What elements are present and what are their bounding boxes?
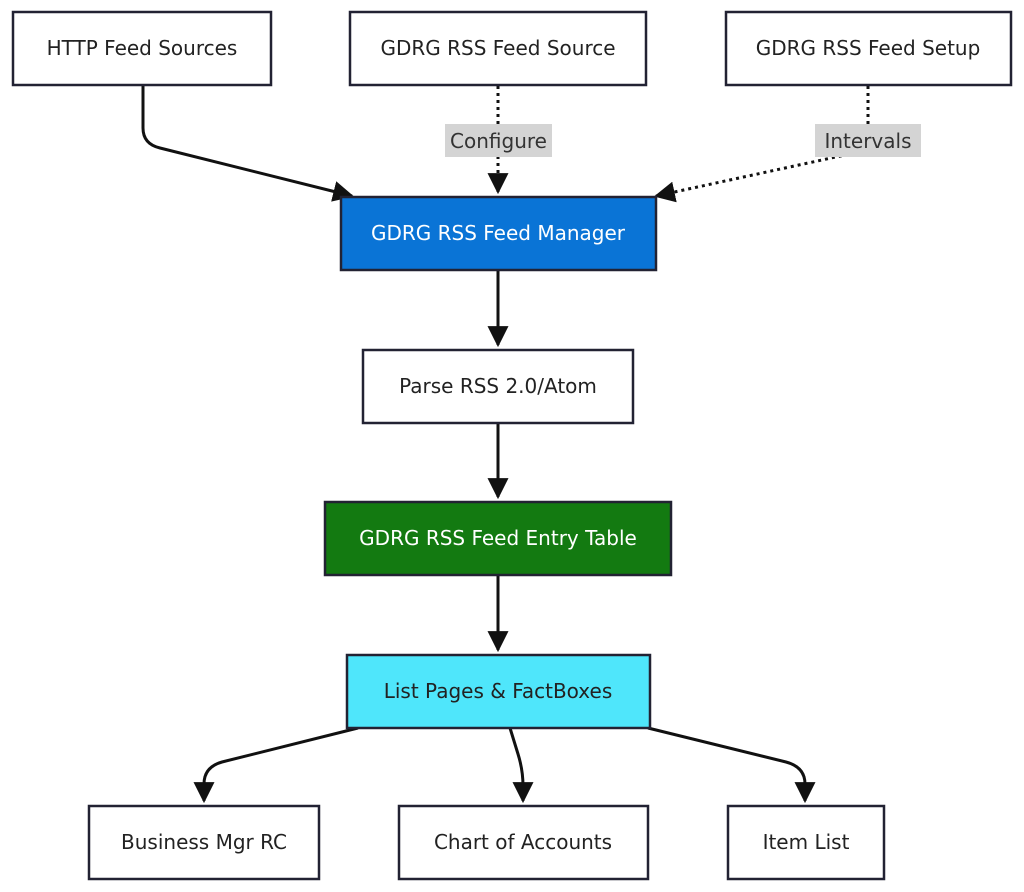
node-feed-manager-label: GDRG RSS Feed Manager: [371, 221, 626, 245]
node-http-feed-sources-box: [11, 10, 273, 87]
edge-label-configure: Configure: [445, 124, 552, 157]
node-list-pages-box: [345, 653, 652, 730]
node-list-pages-label: List Pages & FactBoxes: [384, 679, 613, 703]
edge-http-to-manager: [141, 86, 355, 202]
node-entry-table-box: [323, 500, 673, 577]
node-feed-setup-box: [724, 10, 1013, 87]
node-parse: Parse RSS 2.0/Atom: [361, 348, 635, 425]
edge-list-to-item: [647, 726, 816, 804]
node-parse-box: [361, 348, 635, 425]
edge-list-to-business: [193, 726, 359, 804]
edge-label-configure-text: Configure: [450, 129, 547, 153]
node-item-list: Item List: [726, 804, 886, 881]
node-item-list-label: Item List: [763, 830, 850, 854]
node-feed-manager: GDRG RSS Feed Manager: [339, 195, 658, 272]
node-http-feed-sources-label: HTTP Feed Sources: [47, 36, 238, 60]
node-feed-setup: GDRG RSS Feed Setup: [724, 10, 1013, 87]
node-feed-manager-box: [339, 195, 658, 272]
edge-label-intervals-bg: [815, 124, 921, 157]
node-feed-source-box: [348, 10, 648, 87]
node-business-mgr-label: Business Mgr RC: [121, 830, 287, 854]
edge-list-to-chart: [508, 727, 534, 804]
node-list-pages: List Pages & FactBoxes: [345, 653, 652, 730]
node-parse-label: Parse RSS 2.0/Atom: [399, 374, 597, 398]
node-item-list-box: [726, 804, 886, 881]
node-feed-source: GDRG RSS Feed Source: [348, 10, 648, 87]
node-chart-accounts-box: [397, 804, 650, 881]
node-feed-setup-label: GDRG RSS Feed Setup: [756, 36, 981, 60]
node-feed-source-label: GDRG RSS Feed Source: [380, 36, 615, 60]
edge-label-intervals-text: Intervals: [824, 129, 911, 153]
node-http-feed-sources: HTTP Feed Sources: [11, 10, 273, 87]
node-entry-table-label: GDRG RSS Feed Entry Table: [359, 526, 637, 550]
node-business-mgr: Business Mgr RC: [87, 804, 321, 881]
edge-label-configure-bg: [445, 124, 552, 157]
edge-label-intervals: Intervals: [815, 124, 921, 157]
node-business-mgr-box: [87, 804, 321, 881]
node-chart-accounts-label: Chart of Accounts: [434, 830, 612, 854]
node-chart-accounts: Chart of Accounts: [397, 804, 650, 881]
node-entry-table: GDRG RSS Feed Entry Table: [323, 500, 673, 577]
